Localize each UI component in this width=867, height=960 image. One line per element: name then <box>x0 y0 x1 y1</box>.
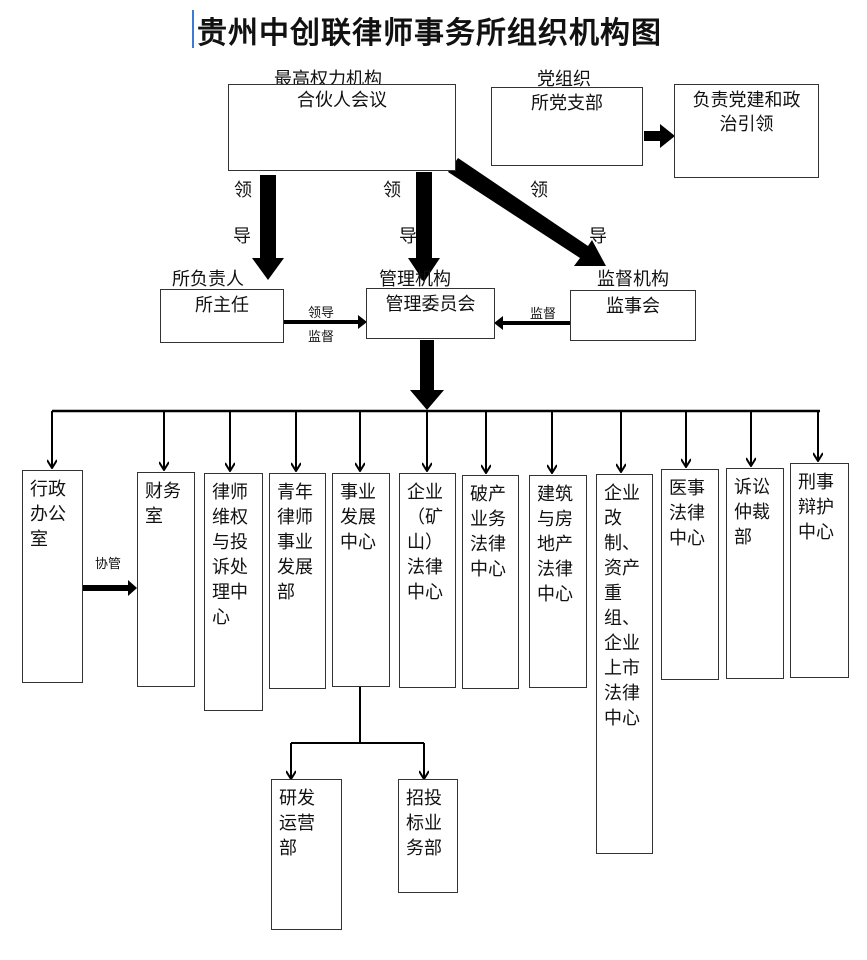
arrow-assist <box>83 580 137 596</box>
arrow-management-to-departments <box>410 340 444 410</box>
sub-department-box: 招投 标业 务部 <box>398 779 458 893</box>
department-box: 行政 办公 室 <box>22 470 83 683</box>
department-box: 财务 室 <box>137 472 195 687</box>
lead-label: 导 <box>233 226 251 247</box>
lead-label: 领 <box>530 180 548 201</box>
department-box: 医事 法律 中心 <box>661 469 719 680</box>
text-cursor <box>192 10 194 48</box>
lead-label: 导 <box>399 226 417 247</box>
management-committee-box: 管理委员会 <box>366 288 495 339</box>
lead-label: 导 <box>589 226 607 247</box>
arrow-director-to-management <box>284 315 367 329</box>
department-box: 破产 业务 法律 中心 <box>462 475 519 689</box>
sub-department-box: 研发 运营 部 <box>271 779 342 930</box>
arrow-party-to-duty <box>644 124 675 148</box>
department-box: 建筑 与房 地产 法律 中心 <box>529 475 587 688</box>
department-box: 事业 发展 中心 <box>332 473 390 687</box>
department-box: 企业 （矿 山） 法律 中心 <box>399 473 456 688</box>
arrow-supervision-to-management <box>494 316 570 330</box>
department-box: 企业 改 制、 资产 重 组、 企业 上市 法律 中心 <box>596 474 653 854</box>
party-caption: 党组织 <box>537 69 591 90</box>
supervisory-board-box: 监事会 <box>570 290 696 341</box>
arrow-partners-to-supervision <box>448 158 606 266</box>
arrow-partners-to-director <box>252 175 284 280</box>
department-box: 青年 律师 事业 发展 部 <box>269 473 326 689</box>
lead-supervise-label: 监督 <box>308 330 335 345</box>
supervise-label: 监督 <box>530 307 557 322</box>
supervision-caption: 监督机构 <box>597 269 669 290</box>
lead-supervise-label: 领导 <box>308 306 335 321</box>
arrow-partners-to-management <box>408 172 440 282</box>
lead-label: 领 <box>383 180 401 201</box>
department-box: 刑事 辩护 中心 <box>790 463 849 678</box>
director-caption: 所负责人 <box>172 269 244 290</box>
partners-meeting-box: 合伙人会议 <box>228 84 456 171</box>
lead-label: 领 <box>234 180 252 201</box>
management-caption: 管理机构 <box>379 269 451 290</box>
page-title: 贵州中创联律师事务所组织机构图 <box>197 16 662 51</box>
assist-label: 协管 <box>95 557 122 572</box>
department-box: 律师 维权 与投 诉处 理中 心 <box>204 473 263 711</box>
director-box: 所主任 <box>160 289 284 343</box>
party-branch-box: 所党支部 <box>491 87 643 166</box>
department-box: 诉讼 仲裁 部 <box>726 468 784 679</box>
party-duty-box: 负责党建和政 治引领 <box>674 84 819 178</box>
